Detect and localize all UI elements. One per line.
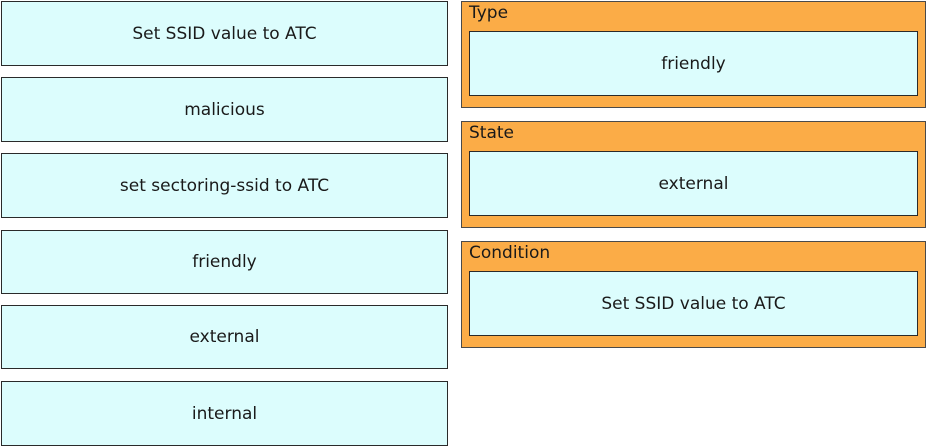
option-internal[interactable]: internal (1, 381, 448, 446)
target-type: Type friendly (461, 1, 926, 108)
target-state-label: State (469, 123, 514, 143)
option-set-sectoring-ssid[interactable]: set sectoring-ssid to ATC (1, 153, 448, 218)
target-type-label: Type (469, 3, 509, 23)
option-malicious[interactable]: malicious (1, 77, 448, 142)
drop-slot-condition[interactable]: Set SSID value to ATC (469, 271, 918, 336)
option-friendly[interactable]: friendly (1, 230, 448, 294)
drop-slot-type[interactable]: friendly (469, 31, 918, 96)
target-condition-label: Condition (469, 243, 551, 263)
option-set-ssid-value[interactable]: Set SSID value to ATC (1, 1, 448, 66)
drop-slot-state[interactable]: external (469, 151, 918, 216)
target-condition: Condition Set SSID value to ATC (461, 241, 926, 348)
target-state: State external (461, 121, 926, 228)
option-external[interactable]: external (1, 305, 448, 369)
